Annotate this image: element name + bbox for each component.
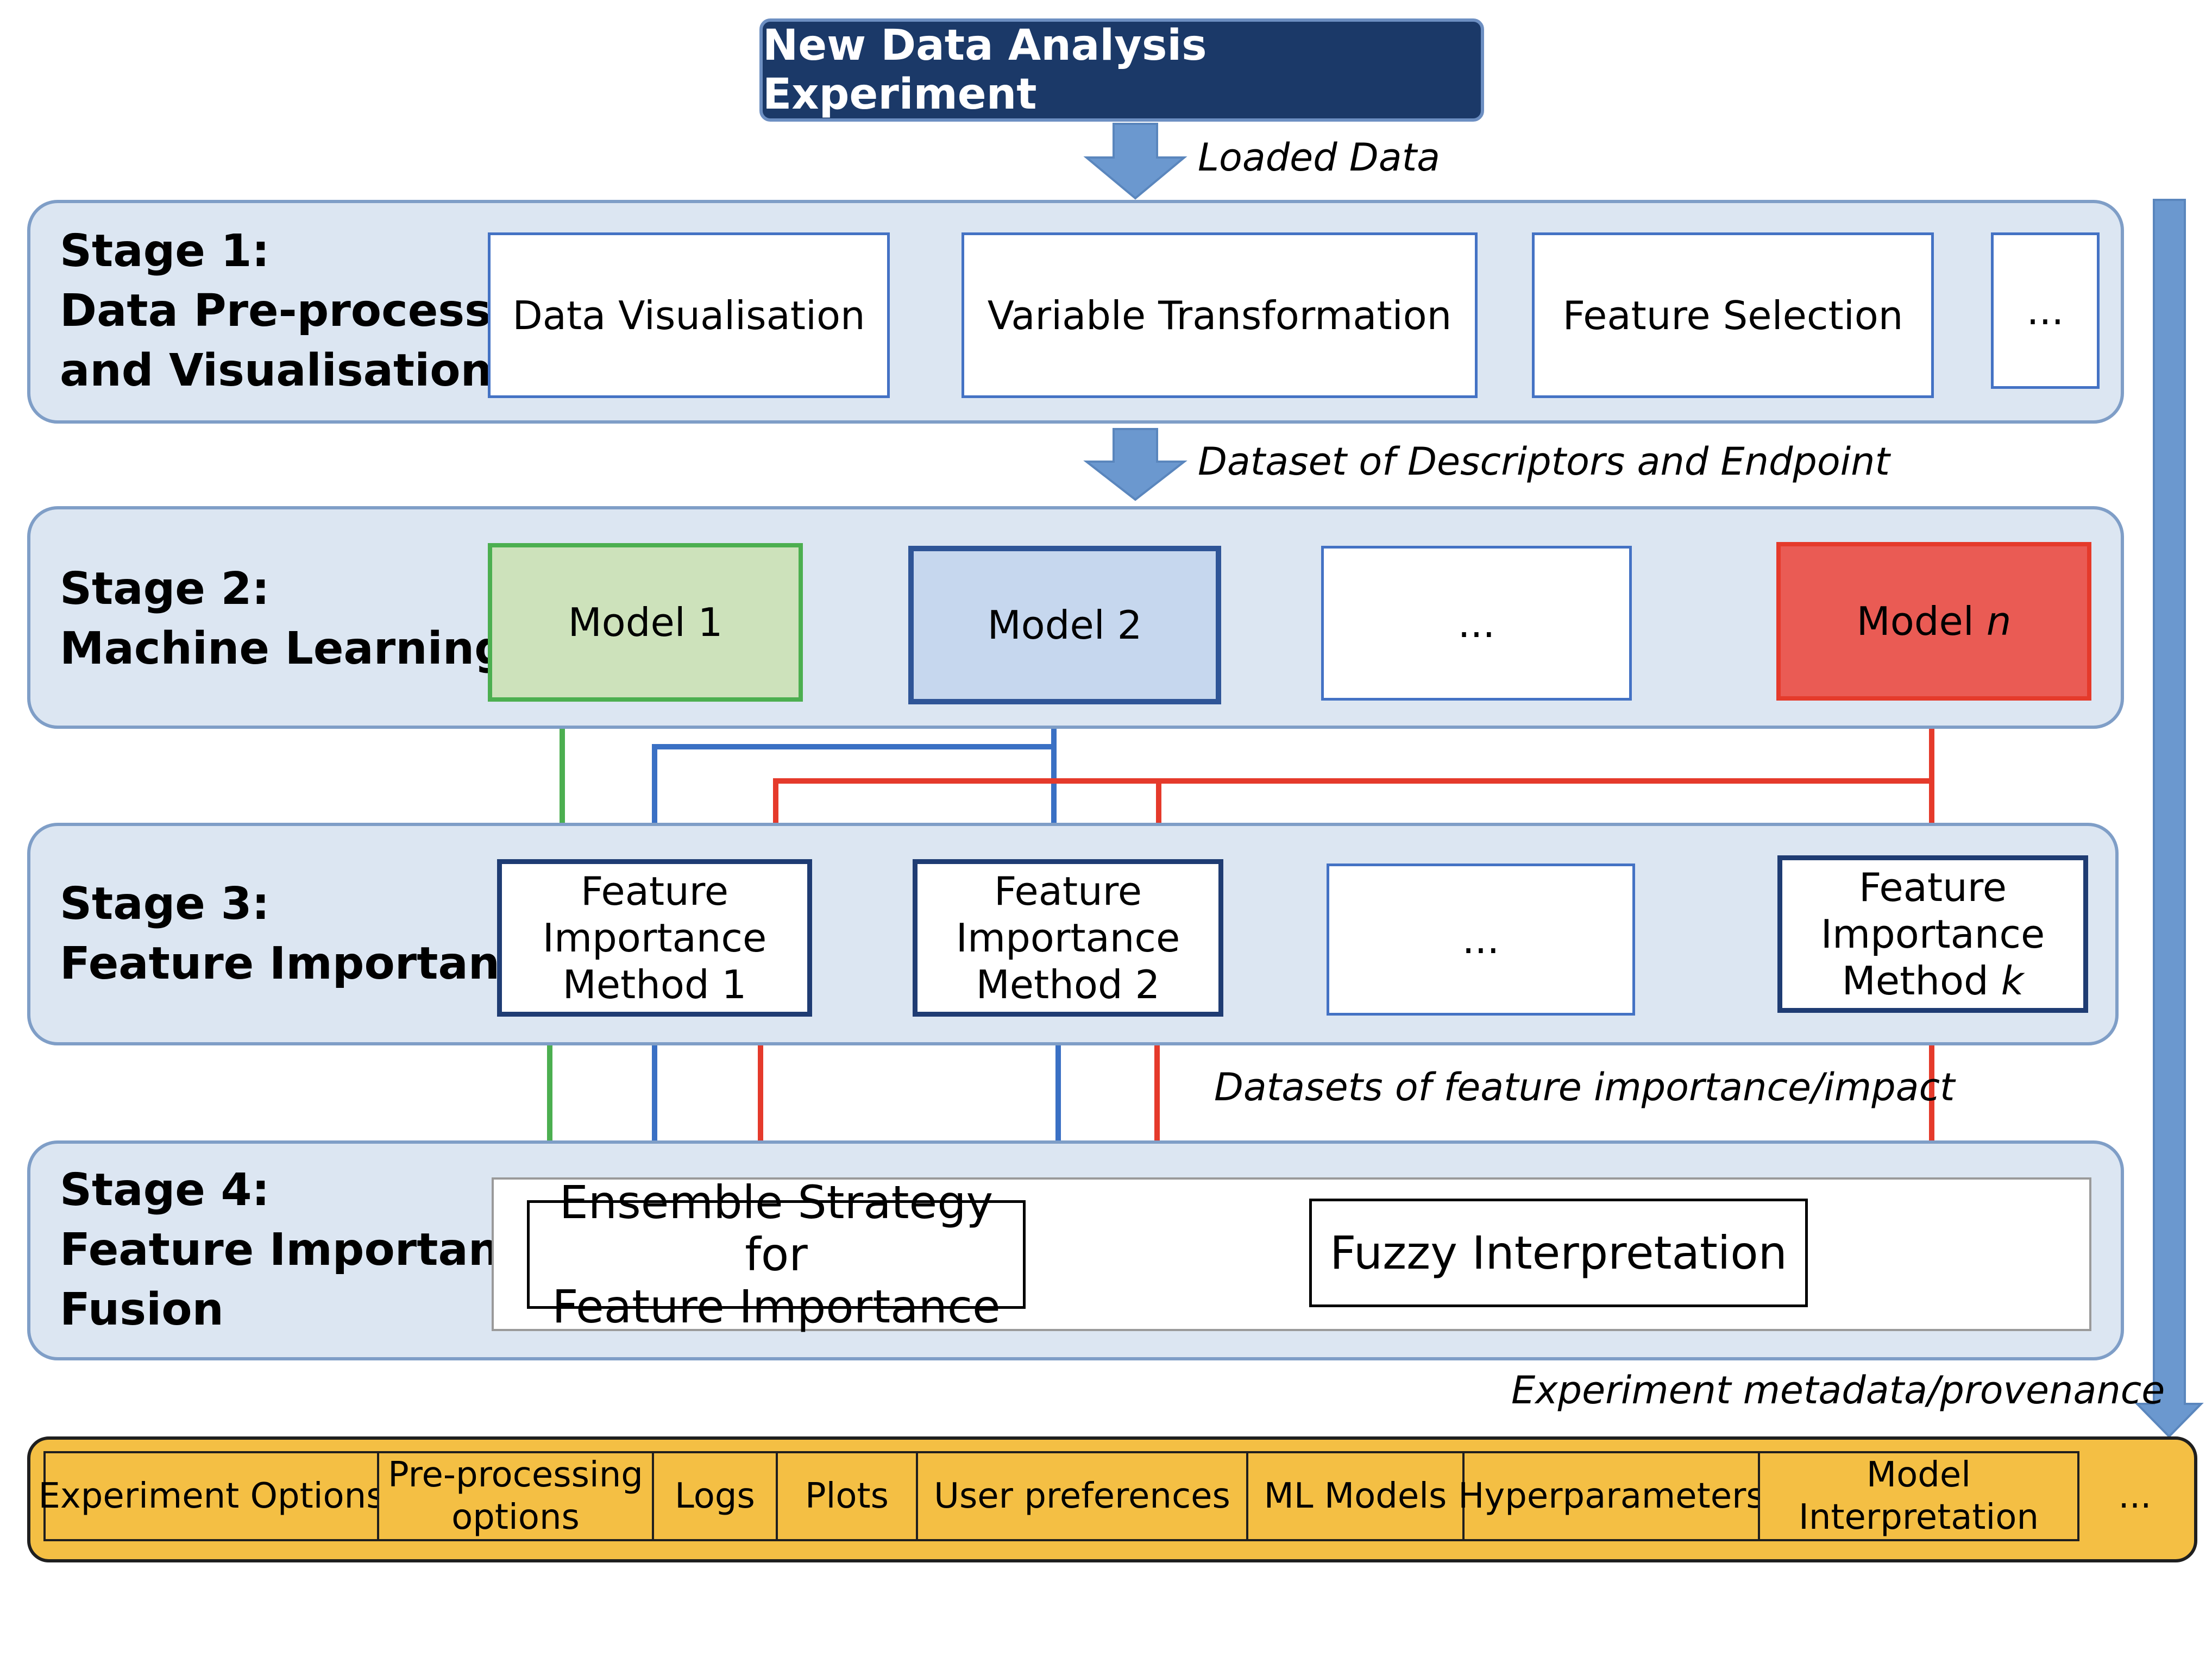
fuzzy-interpretation-box: Fuzzy Interpretation <box>1309 1199 1808 1307</box>
stage1-ellipsis: ... <box>2026 288 2064 333</box>
feature-selection-box: Feature Selection <box>1532 232 1934 398</box>
model1-box: Model 1 <box>488 543 803 702</box>
stage3-label-line2: Feature Importance <box>60 938 557 989</box>
loaded-data-label: Loaded Data <box>1198 135 1441 180</box>
stage2-label-line1: Stage 2: <box>60 563 270 615</box>
model2-box: Model 2 <box>908 546 1221 704</box>
model1-text: Model 1 <box>568 600 723 645</box>
model2-text: Model 2 <box>987 602 1142 648</box>
fi-methodk-box: Feature Importance Method k <box>1777 855 2088 1013</box>
stage1-more-box: ... <box>1991 232 2100 389</box>
meta-cell-model-interpretation: Model Interpretation <box>1758 1451 2079 1541</box>
ensemble-line2: Feature Importance <box>552 1280 1001 1333</box>
meta-cell-more: ... <box>2081 1451 2189 1541</box>
modeln-text: Model n <box>1857 598 2012 645</box>
fi-method1-box: Feature Importance Method 1 <box>497 859 812 1017</box>
experiment-title-text: New Data Analysis Experiment <box>763 21 1207 119</box>
meta-cell-plots: Plots <box>776 1451 918 1541</box>
fi-methodk-line2: Importance <box>1820 911 2045 957</box>
stage3-label-line1: Stage 3: <box>60 878 270 930</box>
fi-method2-line1: Feature <box>994 868 1142 914</box>
stage3-label: Stage 3: Feature Importance <box>60 874 556 994</box>
fi-methodk-line3: Method k <box>1842 957 2024 1004</box>
variable-transformation-text: Variable Transformation <box>987 292 1452 338</box>
stage4-label-line3: Fusion <box>60 1284 224 1335</box>
stage1-label-line1: Stage 1: <box>60 225 270 277</box>
experiment-title: New Data Analysis Experiment <box>759 18 1484 122</box>
fi-methodk-line1: Feature <box>1858 865 2007 910</box>
meta-text-experiment-options: Experiment Options <box>38 1476 385 1516</box>
feature-selection-text: Feature Selection <box>1562 292 1903 338</box>
meta-cell-ml-models: ML Models <box>1246 1451 1465 1541</box>
data-visualisation-text: Data Visualisation <box>512 292 865 338</box>
stage1-label: Stage 1: Data Pre-processing and Visuali… <box>60 222 570 401</box>
fi-method1-line2: Importance <box>542 915 767 961</box>
ensemble-strategy-box: Ensemble Strategy for Feature Importance <box>527 1176 1026 1333</box>
ensemble-line1: Ensemble Strategy for <box>559 1176 994 1281</box>
fi-method1-line3: Method 1 <box>562 962 747 1007</box>
fi-method1-line1: Feature <box>580 868 729 914</box>
stage4-label: Stage 4: Feature Importance Fusion <box>60 1161 556 1340</box>
variable-transformation-box: Variable Transformation <box>962 232 1478 398</box>
meta-text-model-interpretation: Model Interpretation <box>1798 1455 2039 1537</box>
meta-text-preprocessing-options: Pre-processing options <box>388 1455 643 1537</box>
meta-text-ml-models: ML Models <box>1264 1476 1447 1516</box>
fuzzy-interpretation-text: Fuzzy Interpretation <box>1330 1226 1787 1279</box>
modeln-prefix: Model <box>1856 598 1974 644</box>
meta-text-more: ... <box>2118 1476 2152 1516</box>
modeln-variable: n <box>1986 598 2012 644</box>
stage3-ellipsis: ... <box>1462 917 1500 962</box>
stage2-label-line2: Machine Learning <box>60 623 506 675</box>
meta-cell-user-preferences: User preferences <box>916 1451 1248 1541</box>
meta-text-logs: Logs <box>675 1476 755 1516</box>
data-visualisation-box: Data Visualisation <box>488 232 890 398</box>
stage2-ellipsis: ... <box>1457 600 1495 646</box>
stage2-label: Stage 2: Machine Learning <box>60 559 506 679</box>
meta-text-plots: Plots <box>805 1476 889 1516</box>
stage4-label-line1: Stage 4: <box>60 1164 270 1216</box>
fi-method2-box: Feature Importance Method 2 <box>913 859 1223 1017</box>
metadata-provenance-label: Experiment metadata/provenance <box>1511 1368 2165 1413</box>
provenance-arrow <box>2134 199 2204 1438</box>
stage3-more-box: ... <box>1327 863 1635 1016</box>
fi-methodk-variable: k <box>2001 958 2024 1004</box>
loaded-data-arrow <box>1083 123 1187 200</box>
meta-cell-logs: Logs <box>652 1451 778 1541</box>
stage4-label-line2: Feature Importance <box>60 1224 557 1276</box>
meta-text-hyperparameters: Hyperparameters <box>1458 1476 1764 1516</box>
fi-method2-line3: Method 2 <box>976 962 1160 1007</box>
meta-cell-experiment-options: Experiment Options <box>38 1451 385 1541</box>
fi-method2-line2: Importance <box>956 915 1180 961</box>
dataset-arrow <box>1083 428 1187 501</box>
stage2-more-box: ... <box>1321 546 1632 701</box>
stage1-label-line3: and Visualisation <box>60 345 492 396</box>
datasets-importance-label: Datasets of feature importance/impact <box>1214 1065 1955 1110</box>
fi-methodk-prefix: Method <box>1842 958 1989 1004</box>
dataset-descriptors-label: Dataset of Descriptors and Endpoint <box>1198 439 1890 484</box>
meta-cell-hyperparameters: Hyperparameters <box>1458 1451 1764 1541</box>
modeln-box: Model n <box>1776 542 2091 701</box>
meta-cell-preprocessing-options: Pre-processing options <box>377 1451 654 1541</box>
stage1-label-line2: Data Pre-processing <box>60 285 570 337</box>
meta-text-user-preferences: User preferences <box>934 1476 1230 1516</box>
